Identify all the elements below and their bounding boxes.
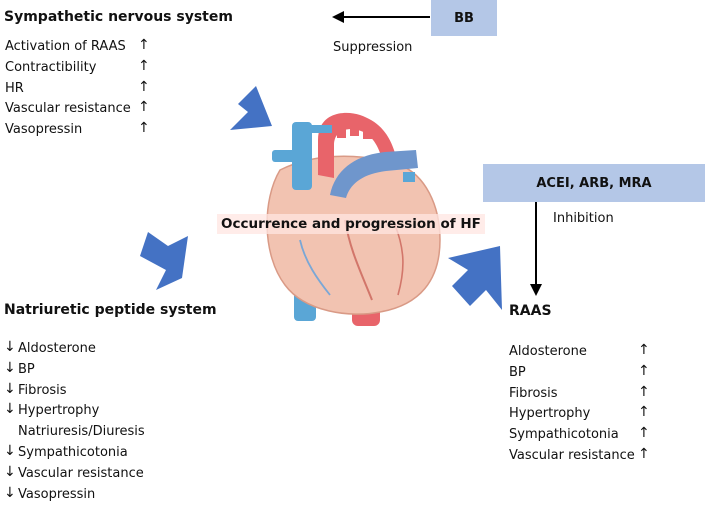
aortic-branch-2 <box>350 118 359 136</box>
natriuretic-arrow: ↓ <box>4 359 16 376</box>
natriuretic-arrow: ↓ <box>4 484 16 501</box>
bb-box: BB <box>431 0 497 36</box>
sympathetic-item-label: Vascular resistance <box>5 101 131 117</box>
raas-arrow: ↑ <box>638 404 650 421</box>
raas-item-label: Fibrosis <box>509 385 558 401</box>
raas-arrow: ↑ <box>638 342 650 358</box>
sympathetic-item-label: Contractibility <box>5 59 97 75</box>
natriuretic-title: Natriuretic peptide system <box>4 302 217 318</box>
natriuretic-item-label: Aldosterone <box>18 341 96 356</box>
natriuretic-item-label: Natriuresis/Diuresis <box>18 424 145 440</box>
inhibition-label: Inhibition <box>553 211 614 226</box>
raas-item-label: Aldosterone <box>509 344 587 359</box>
drugs-box: ACEI, ARB, MRA <box>483 164 705 202</box>
superior-vena-cava <box>292 122 312 190</box>
pulmonary-vein-left <box>272 150 296 162</box>
natriuretic-item-label: Hypertrophy <box>18 403 100 419</box>
suppression-arrow-head <box>332 11 344 23</box>
coronary-vessel <box>299 239 331 296</box>
sympathetic-arrow: ↑ <box>138 120 150 137</box>
big-arrow-top-left <box>218 86 272 130</box>
raas-title: RAAS <box>509 303 552 319</box>
raas-arrow: ↑ <box>638 383 650 400</box>
aortic-branch-3 <box>363 121 372 139</box>
natriuretic-item-label: Fibrosis <box>18 382 67 398</box>
sympathetic-arrow: ↑ <box>138 57 150 74</box>
aortic-branch-1 <box>337 120 346 138</box>
natriuretic-arrow: ↓ <box>4 463 16 480</box>
natriuretic-arrow: ↓ <box>4 443 16 459</box>
natriuretic-item-label: Sympathicotonia <box>18 445 128 460</box>
center-label: Occurrence and progression of HF <box>217 214 485 234</box>
raas-item-label: Sympathicotonia <box>509 427 619 443</box>
raas-item-label: Hypertrophy <box>509 406 591 422</box>
sympathetic-item-label: HR <box>5 80 24 96</box>
vena-branch <box>310 125 332 133</box>
pulmonary-artery <box>330 150 418 198</box>
sympathetic-arrow: ↑ <box>138 37 150 53</box>
natriuretic-item-label: Vascular resistance <box>18 465 144 481</box>
natriuretic-item-label: BP <box>18 361 35 377</box>
big-arrow-right <box>448 246 502 310</box>
suppression-label: Suppression <box>333 40 413 55</box>
natriuretic-arrow: ↓ <box>4 380 16 397</box>
raas-arrow: ↑ <box>638 362 650 379</box>
natriuretic-arrow: ↓ <box>4 401 16 418</box>
inhibition-arrow-head <box>530 284 542 296</box>
sympathetic-title: Sympathetic nervous system <box>4 9 233 25</box>
pulmonary-vein-right <box>403 172 415 182</box>
raas-item-label: BP <box>509 364 526 380</box>
sympathetic-item-label: Vasopressin <box>5 122 83 138</box>
raas-arrow: ↑ <box>638 446 650 462</box>
big-arrow-bottom-left <box>140 232 188 290</box>
sympathetic-arrow: ↑ <box>138 78 150 95</box>
sympathetic-arrow: ↑ <box>138 99 150 116</box>
sympathetic-item-label: Activation of RAAS <box>5 39 126 54</box>
natriuretic-item-label: Vasopressin <box>18 486 96 502</box>
natriuretic-arrow: ↓ <box>4 339 16 355</box>
raas-arrow: ↑ <box>638 425 650 442</box>
raas-item-label: Vascular resistance <box>509 448 635 463</box>
